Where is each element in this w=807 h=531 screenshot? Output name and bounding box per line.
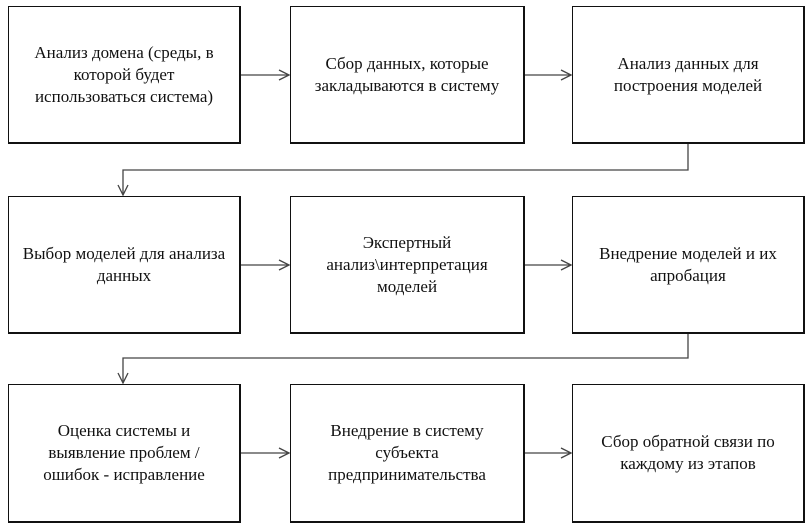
step-data-analysis: Анализ данных для построения моделей: [572, 6, 805, 144]
step-model-selection: Выбор моделей для анализа данных: [8, 196, 241, 334]
step-data-collection: Сбор данных, которые закладываются в сис…: [290, 6, 525, 144]
step-domain-analysis: Анализ домена (среды, в которой будет ис…: [8, 6, 241, 144]
step-label: Сбор данных, которые закладываются в сис…: [314, 53, 500, 95]
step-label: Экспертный анализ\интерпретация моделей: [326, 232, 488, 296]
arrow-3-4: [123, 144, 689, 195]
step-label: Сбор обратной связи по каждому из этапов: [601, 432, 775, 473]
step-label: Анализ данных для построения моделей: [613, 53, 763, 95]
step-business-integration: Внедрение в систему субъекта предпринима…: [290, 384, 525, 523]
step-label: Оценка системы и выявление проблем / оши…: [43, 421, 205, 484]
step-system-evaluation: Оценка системы и выявление проблем / оши…: [8, 384, 241, 523]
arrow-6-7: [123, 334, 689, 383]
step-model-deployment: Внедрение моделей и их апробация: [572, 196, 805, 334]
step-feedback-collection: Сбор обратной связи по каждому из этапов: [572, 384, 805, 523]
step-label: Внедрение моделей и их апробация: [599, 243, 777, 285]
step-expert-analysis: Экспертный анализ\интерпретация моделей: [290, 196, 525, 334]
step-label: Выбор моделей для анализа данных: [22, 243, 226, 285]
step-label: Анализ домена (среды, в которой будет ис…: [34, 42, 214, 106]
step-label: Внедрение в систему субъекта предпринима…: [328, 421, 486, 484]
